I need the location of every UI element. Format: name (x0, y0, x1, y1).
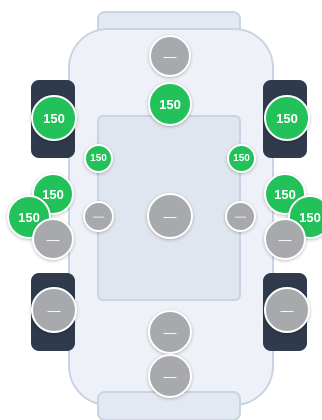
sensor-rear-lower[interactable]: — (148, 354, 192, 398)
sensor-left-side-c[interactable]: — (32, 218, 74, 260)
sensor-cabin-left-mid[interactable]: — (83, 201, 114, 232)
sensor-cabin-right-upper[interactable]: 150 (227, 144, 256, 173)
sensor-wheel-front-right[interactable]: 150 (264, 95, 310, 141)
sensor-cabin-center[interactable]: — (147, 193, 193, 239)
sensor-front-center[interactable]: 150 (148, 82, 192, 126)
sensor-wheel-rear-left[interactable]: — (31, 287, 77, 333)
sensor-rear-upper[interactable]: — (148, 310, 192, 354)
sensor-cabin-left-upper[interactable]: 150 (84, 144, 113, 173)
sensor-cabin-right-mid[interactable]: — (225, 201, 256, 232)
sensor-right-side-c[interactable]: — (264, 218, 306, 260)
sensor-wheel-front-left[interactable]: 150 (31, 95, 77, 141)
sensor-front-top[interactable]: — (149, 35, 191, 77)
sensor-wheel-rear-right[interactable]: — (264, 287, 310, 333)
